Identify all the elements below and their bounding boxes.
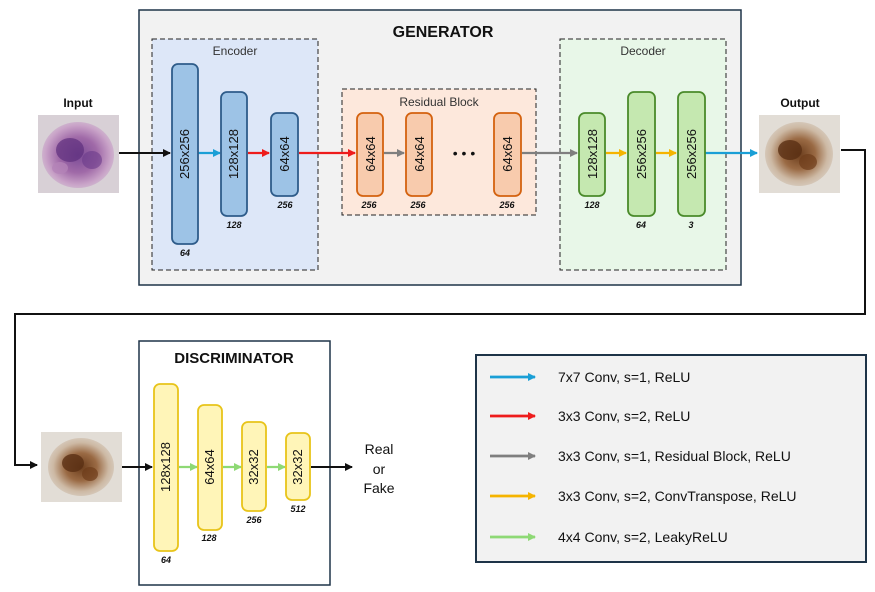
discriminator-title: DISCRIMINATOR <box>174 350 294 367</box>
residual-ellipsis: • • • <box>453 145 476 161</box>
residual-title: Residual Block <box>399 95 479 109</box>
channel-label: 128 <box>201 533 216 543</box>
discriminator-block-2: 64x64 <box>197 404 223 531</box>
decoder-block-2: 256x256 <box>627 91 656 217</box>
real-or-fake-line-2: or <box>373 461 386 477</box>
discriminator-block-1: 128x128 <box>153 383 179 552</box>
block-size-label: 256x256 <box>177 129 192 179</box>
encoder-block-2: 128x128 <box>220 91 248 217</box>
connector-output-to-discriminator <box>14 149 866 469</box>
block-size-label: 64x64 <box>500 136 515 171</box>
legend-label: 3x3 Conv, s=2, ConvTranspose, ReLU <box>558 488 797 504</box>
residual-block-3: 64x64 <box>493 112 522 197</box>
channel-label: 256 <box>498 200 515 210</box>
encoder-title: Encoder <box>213 44 258 58</box>
legend-label: 3x3 Conv, s=2, ReLU <box>558 408 690 424</box>
channel-label: 64 <box>161 555 171 565</box>
real-or-fake-line-1: Real <box>365 441 394 457</box>
channel-label: 256 <box>409 200 426 210</box>
input-label: Input <box>63 96 92 110</box>
legend-label: 3x3 Conv, s=1, Residual Block, ReLU <box>558 448 791 464</box>
channel-label: 128 <box>226 220 241 230</box>
decoder-block-3: 256x256 <box>677 91 706 217</box>
block-size-label: 64x64 <box>412 136 427 171</box>
decoder-title: Decoder <box>620 44 665 58</box>
discriminator-block-3: 32x32 <box>241 421 267 512</box>
output-tissue-image <box>759 115 840 193</box>
discriminator-input-image <box>41 432 122 502</box>
input-tissue-image <box>38 115 119 193</box>
generator-title: GENERATOR <box>393 24 494 41</box>
channel-label: 64 <box>636 220 646 230</box>
block-size-label: 64x64 <box>363 136 378 171</box>
residual-block-2: 64x64 <box>405 112 433 197</box>
block-size-label: 128x128 <box>585 129 600 179</box>
legend-panel <box>475 354 867 563</box>
channel-label: 3 <box>688 220 693 230</box>
channel-label: 256 <box>245 515 262 525</box>
channel-label: 64 <box>180 248 190 258</box>
encoder-block-3: 64x64 <box>270 112 299 197</box>
block-size-label: 128x128 <box>226 129 241 179</box>
output-label: Output <box>780 96 819 110</box>
channel-label: 256 <box>360 200 377 210</box>
legend-label: 4x4 Conv, s=2, LeakyReLU <box>558 529 728 545</box>
block-size-label: 128x128 <box>158 442 173 492</box>
channel-label: 256 <box>276 200 293 210</box>
channel-label: 512 <box>290 504 305 514</box>
discriminator-block-4: 32x32 <box>285 432 311 501</box>
block-size-label: 32x32 <box>246 449 261 484</box>
channel-label: 128 <box>584 200 599 210</box>
block-size-label: 32x32 <box>290 449 305 484</box>
residual-block-1: 64x64 <box>356 112 384 197</box>
real-or-fake-line-3: Fake <box>363 480 394 496</box>
block-size-label: 256x256 <box>684 129 699 179</box>
block-size-label: 64x64 <box>277 136 292 171</box>
block-size-label: 256x256 <box>634 129 649 179</box>
block-size-label: 64x64 <box>202 449 217 484</box>
encoder-block-1: 256x256 <box>171 63 199 245</box>
decoder-block-1: 128x128 <box>578 112 606 197</box>
legend-label: 7x7 Conv, s=1, ReLU <box>558 369 690 385</box>
